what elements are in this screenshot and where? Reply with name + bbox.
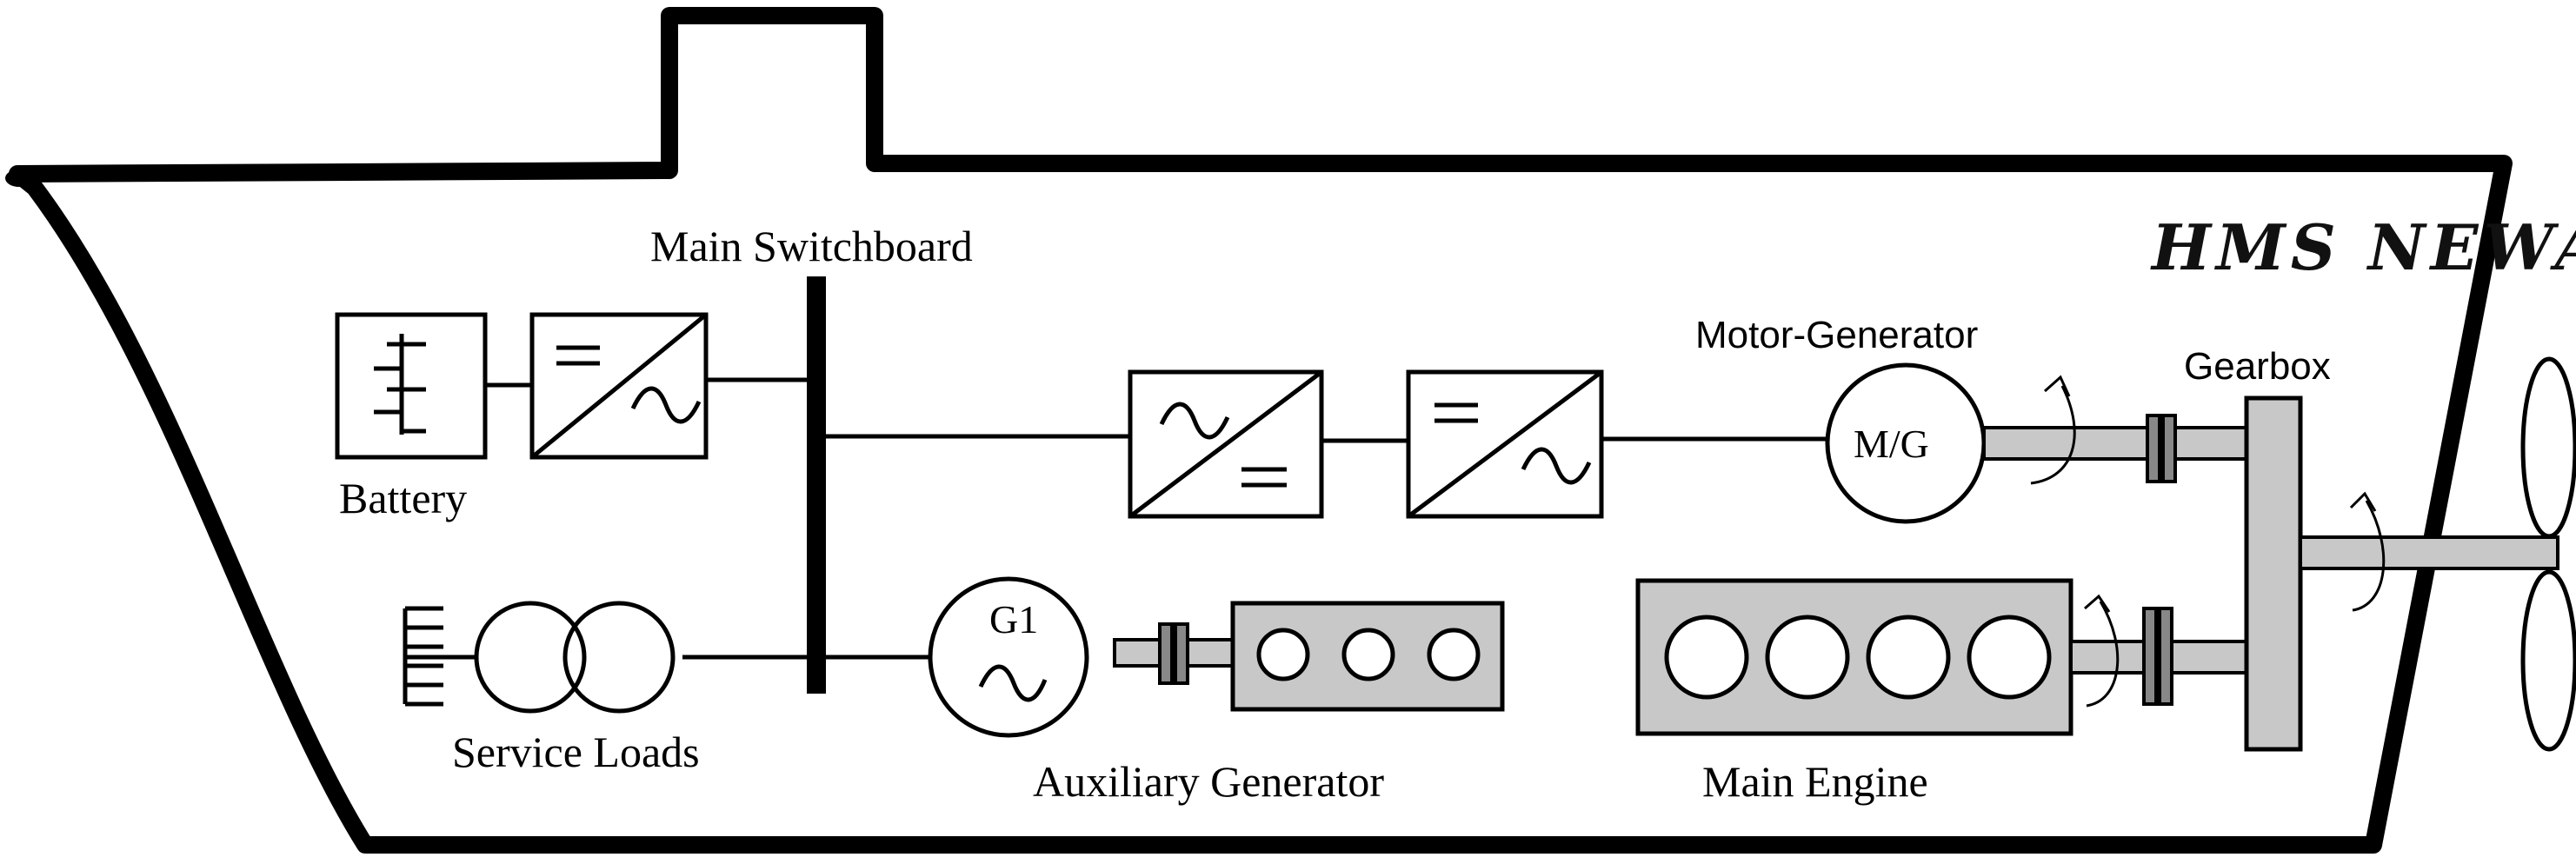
battery bbox=[335, 312, 488, 460]
ship-hull bbox=[9, 7, 2513, 854]
main-engine-label: Main Engine bbox=[1702, 757, 1928, 806]
dc-ac-converter-motor bbox=[1406, 369, 1604, 519]
hull-bow-tip bbox=[5, 169, 33, 187]
auxiliary-engine bbox=[1230, 601, 1505, 712]
main-switchboard-label: Main Switchboard bbox=[650, 222, 973, 270]
auxiliary-generator-label: Auxiliary Generator bbox=[1033, 757, 1384, 806]
rotation-arrow-engine-icon bbox=[2084, 594, 2120, 708]
rotation-arrow-propeller-icon bbox=[2349, 491, 2386, 612]
electrical-connections bbox=[469, 377, 1827, 660]
service-loads bbox=[403, 601, 676, 714]
gearbox bbox=[2244, 395, 2303, 752]
transformer-coil-right bbox=[562, 601, 676, 714]
battery-label: Battery bbox=[339, 474, 467, 522]
motor-generator-symbol: M/G bbox=[1854, 422, 1929, 466]
gearbox-label: Gearbox bbox=[2184, 345, 2331, 388]
propeller bbox=[2520, 356, 2576, 752]
main-engine bbox=[1635, 578, 2073, 736]
motor-generator-shaft bbox=[1982, 414, 2248, 483]
ac-dc-converter bbox=[1128, 369, 1324, 519]
ship-name: HMS NEWAGE bbox=[2150, 210, 2576, 284]
rotation-arrow-mg-icon bbox=[2030, 375, 2076, 485]
transformer-coil-left bbox=[474, 601, 587, 714]
service-loads-label: Service Loads bbox=[452, 728, 700, 776]
main-switchboard-bus bbox=[807, 276, 826, 694]
battery-icon bbox=[374, 334, 426, 435]
auxiliary-generator: G1 bbox=[928, 576, 1089, 738]
ac-wave-icon bbox=[978, 664, 1048, 702]
dc-ac-converter-battery bbox=[529, 312, 709, 460]
main-engine-shaft bbox=[2069, 607, 2248, 706]
propeller-shaft bbox=[2299, 535, 2559, 570]
motor-generator-label: Motor-Generator bbox=[1695, 314, 1978, 356]
auxiliary-shaft bbox=[1113, 622, 1235, 685]
generator-symbol: G1 bbox=[989, 597, 1038, 641]
motor-generator: M/G bbox=[1825, 362, 1987, 524]
